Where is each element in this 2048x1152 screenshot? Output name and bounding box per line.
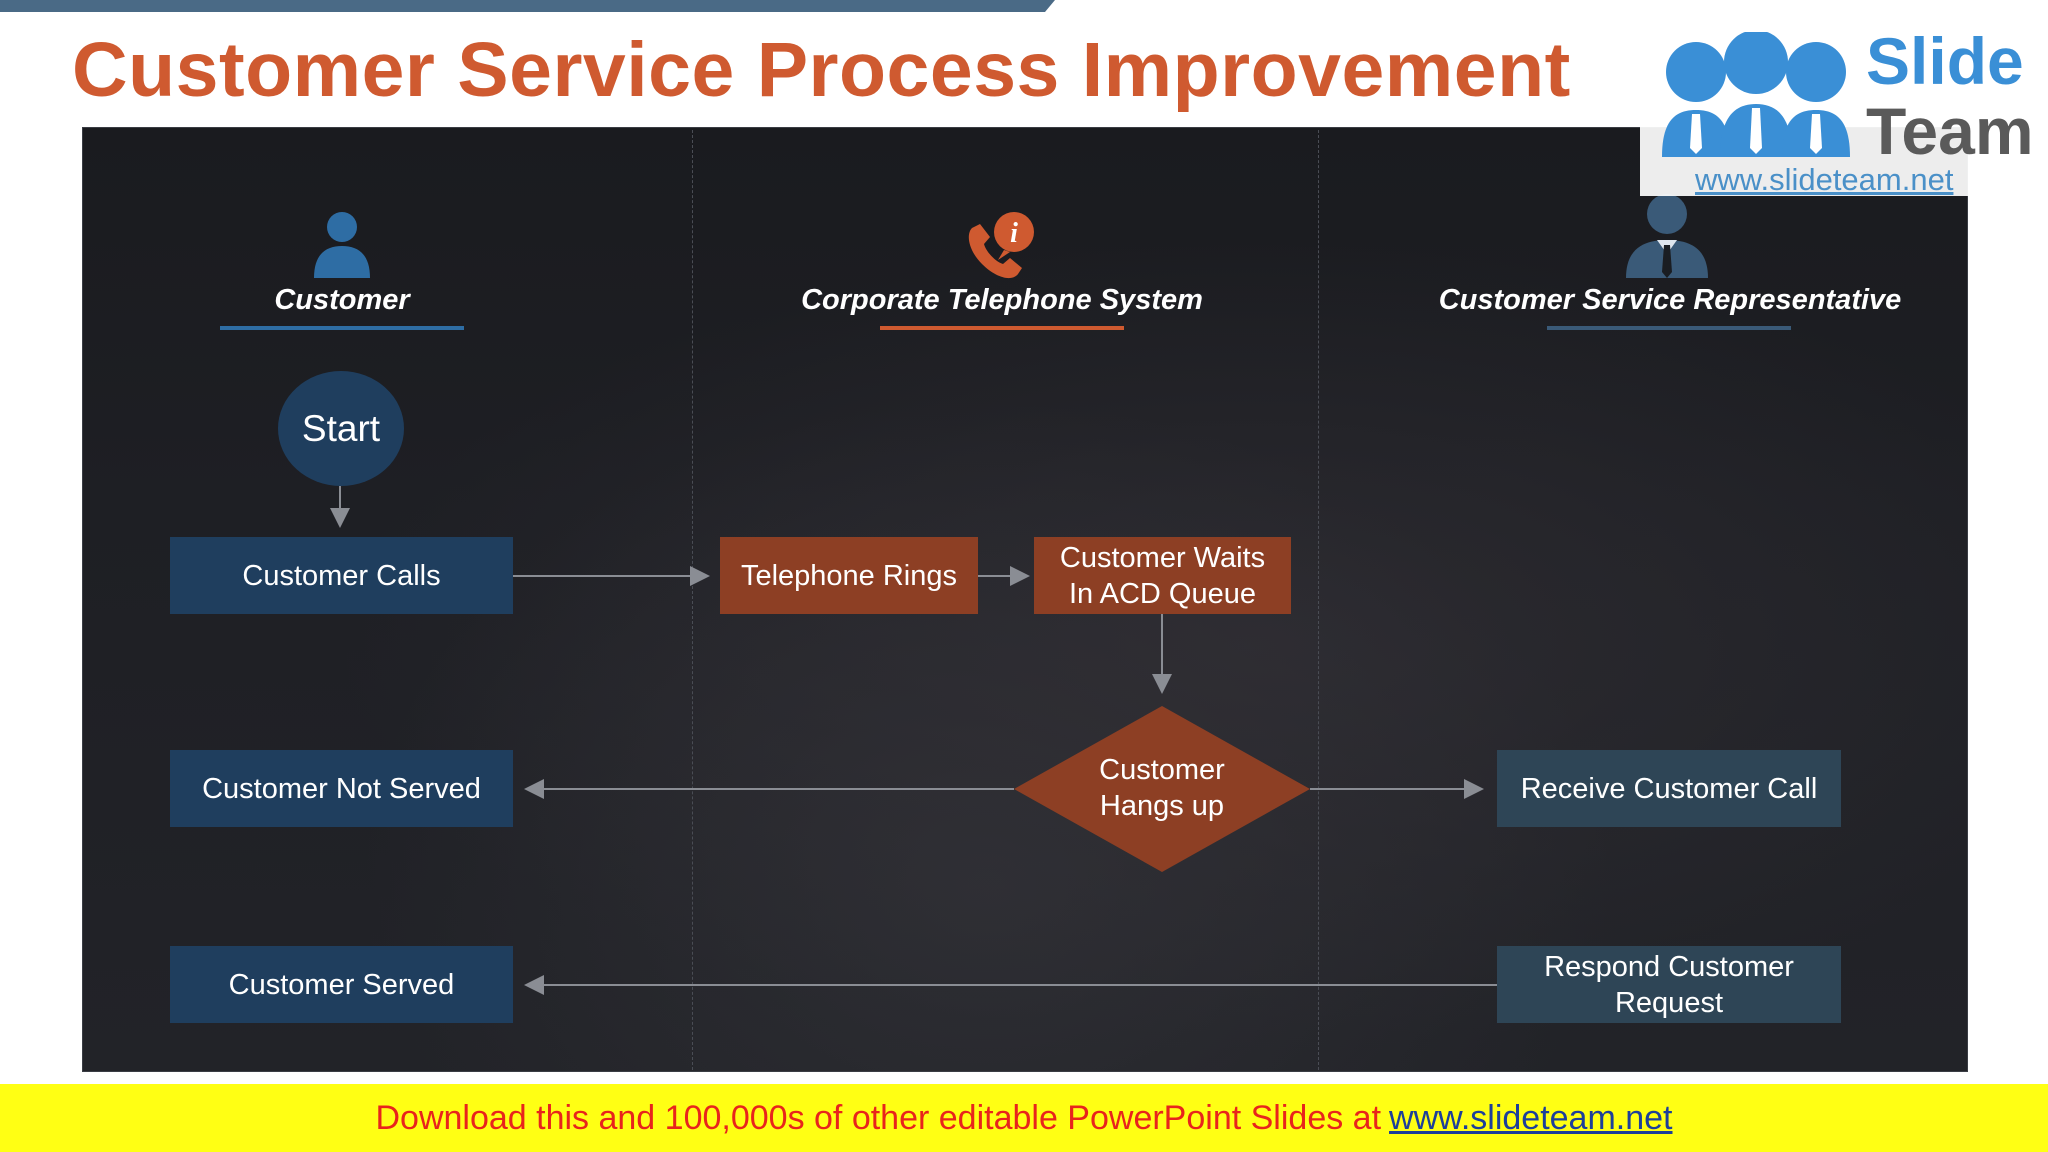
lane-underline bbox=[880, 326, 1124, 330]
customer-waits-box: Customer Waits In ACD Queue bbox=[1034, 537, 1291, 614]
download-banner-text: Download this and 100,000s of other edit… bbox=[375, 1098, 1382, 1137]
lane-underline bbox=[1547, 326, 1791, 330]
customer-waits-line1: Customer Waits bbox=[1059, 541, 1266, 574]
decision-label-line2: Hangs up bbox=[1099, 790, 1225, 822]
start-node: Start bbox=[278, 371, 404, 486]
lane-divider bbox=[1318, 130, 1319, 1070]
logo-url[interactable]: www.slideteam.net bbox=[1695, 162, 1954, 197]
top-accent-bar bbox=[0, 0, 1055, 12]
customer-waits-line2: In ACD Queue bbox=[1069, 577, 1256, 610]
svg-text:i: i bbox=[1010, 218, 1018, 249]
respond-line1: Respond Customer bbox=[1544, 950, 1794, 983]
lane-underline bbox=[220, 326, 464, 330]
logo-word-team: Team bbox=[1866, 94, 2034, 168]
download-link[interactable]: www.slideteam.net bbox=[1389, 1098, 1673, 1137]
person-icon bbox=[314, 212, 370, 278]
decision-label: Customer Hangs up bbox=[1062, 752, 1262, 824]
download-banner: Download this and 100,000s of other edit… bbox=[0, 1084, 2048, 1152]
businessman-icon bbox=[1626, 194, 1708, 278]
respond-line2: Request bbox=[1614, 986, 1723, 1019]
team-people-icon bbox=[1662, 32, 1850, 157]
lane-divider bbox=[692, 130, 693, 1070]
lane-header-telephone-system: Corporate Telephone System bbox=[801, 284, 1203, 316]
customer-served-box: Customer Served bbox=[170, 946, 513, 1023]
telephone-rings-box: Telephone Rings bbox=[720, 537, 978, 614]
phone-info-icon: i bbox=[968, 212, 1034, 279]
slideteam-logo: Slide Team www.slideteam.net bbox=[1640, 24, 2040, 197]
lane-header-representative: Customer Service Representative bbox=[1438, 284, 1902, 316]
decision-label-line1: Customer bbox=[1099, 754, 1225, 786]
customer-calls-box: Customer Calls bbox=[170, 537, 513, 614]
respond-request-box: Respond Customer Request bbox=[1497, 946, 1841, 1023]
receive-customer-call-box: Receive Customer Call bbox=[1497, 750, 1841, 827]
page-title: Customer Service Process Improvement bbox=[72, 27, 1571, 113]
customer-not-served-box: Customer Not Served bbox=[170, 750, 513, 827]
logo-word-slide: Slide bbox=[1866, 24, 2024, 98]
lane-header-customer: Customer bbox=[274, 284, 410, 316]
decision-diamond bbox=[1014, 706, 1310, 872]
